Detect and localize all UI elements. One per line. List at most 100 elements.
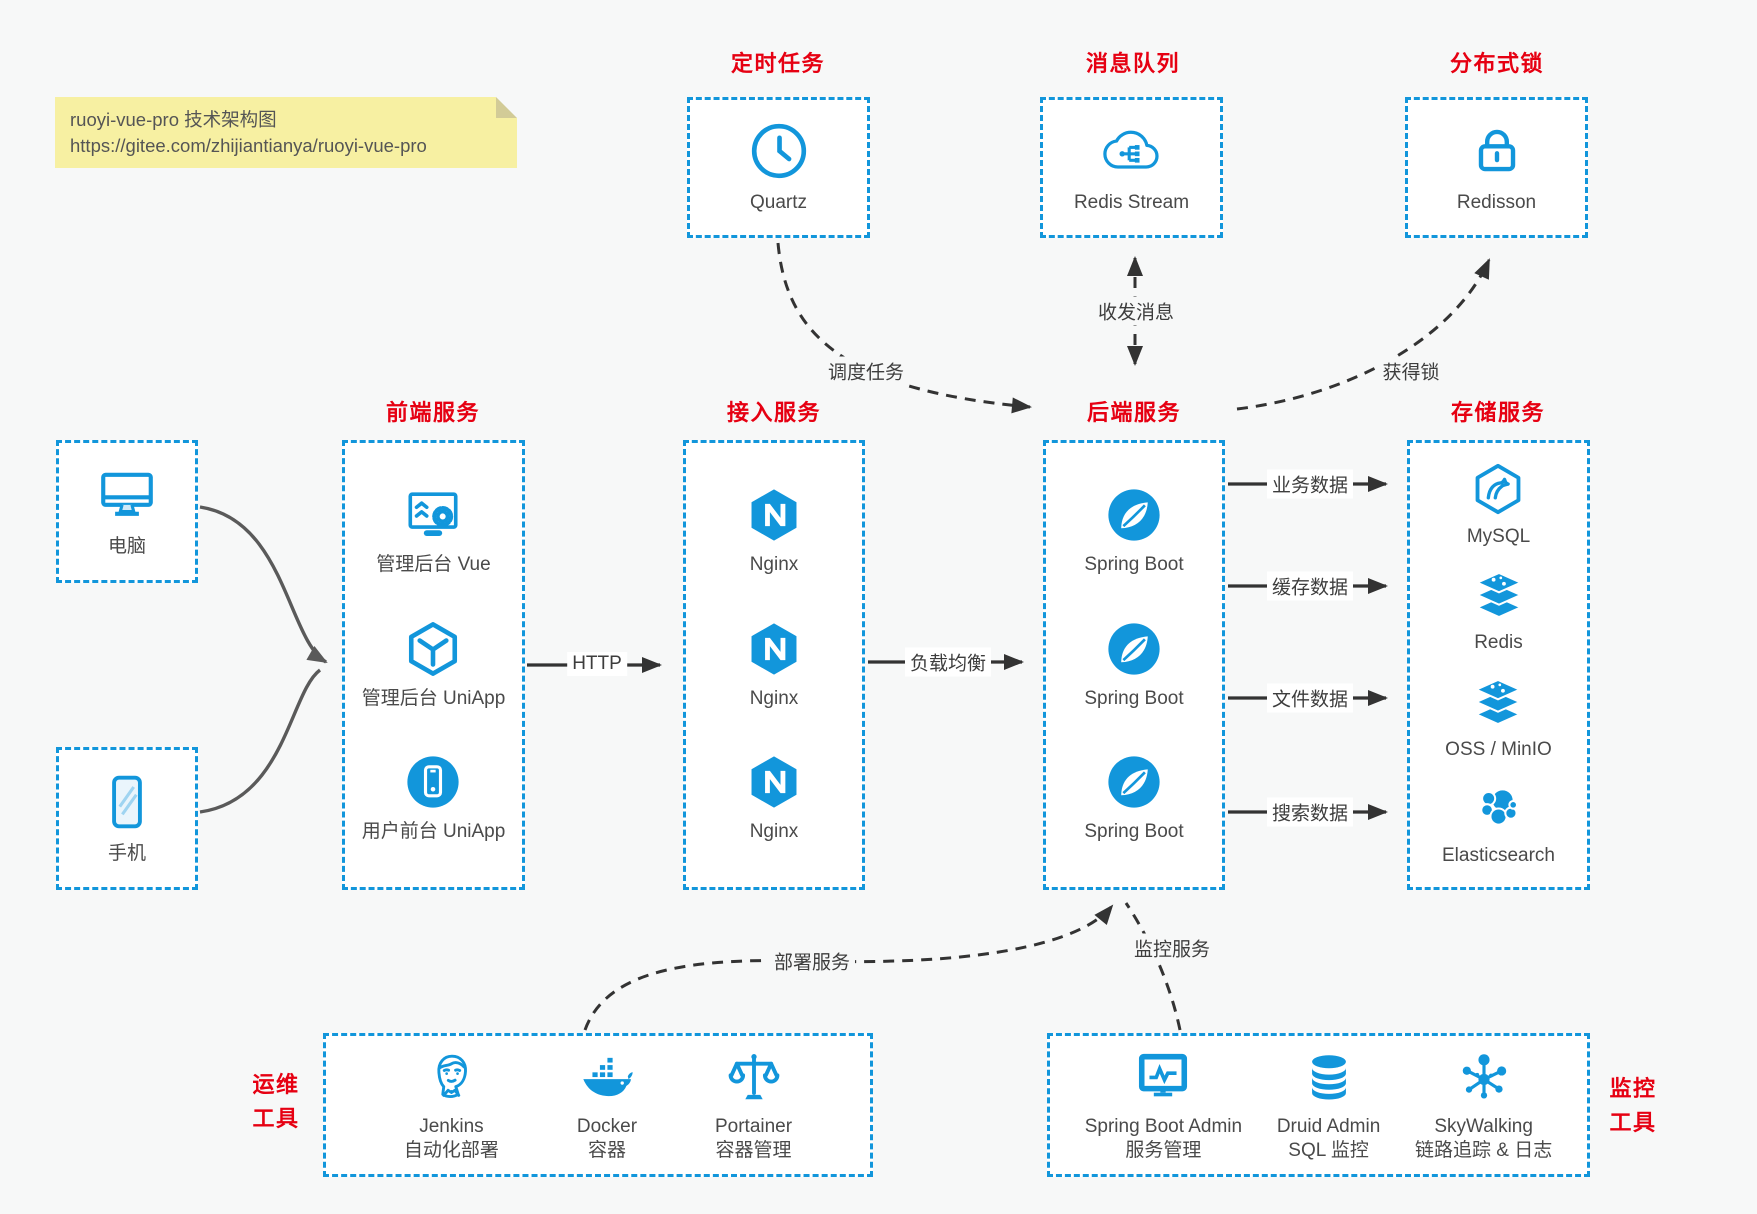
jenkins-icon [422, 1048, 480, 1106]
title-monitor-tools: 监控 工具 [1609, 1072, 1656, 1140]
node-nginx-3: Nginx [745, 753, 803, 844]
node-label: MySQL [1466, 526, 1531, 548]
edge-label-schedule-task: 调度任务 [822, 356, 910, 386]
arrow-acquire-lock [1236, 258, 1491, 411]
edge-label-monitor-service: 监控服务 [1128, 933, 1216, 963]
node-label: Redis [1474, 632, 1523, 654]
desktop-icon [96, 464, 158, 526]
node-portainer: Portainer 容器管理 [715, 1048, 792, 1163]
spring-boot-icon [1105, 620, 1163, 678]
node-user-uniapp: 用户前台 UniApp [361, 753, 506, 844]
box-redis-stream: Redis Stream [1040, 97, 1223, 238]
clock-icon [748, 120, 810, 182]
node-admin-uniapp: 管理后台 UniApp [362, 620, 505, 711]
node-title: Spring Boot Admin [1084, 1115, 1243, 1137]
node-title: Docker [576, 1115, 638, 1137]
node-label: Elasticsearch [1442, 844, 1555, 866]
smartphone-icon [96, 771, 158, 833]
node-label: Quartz [749, 192, 808, 213]
cloud-network-icon [1100, 120, 1162, 182]
storage-stack-icon [1471, 675, 1525, 729]
box-frontend-service: 管理后台 Vue 管理后台 UniApp 用户前台 UniApp [342, 440, 525, 890]
nginx-icon [745, 620, 803, 678]
edge-label-file-data: 文件数据 [1266, 683, 1354, 713]
box-access-service: Nginx Nginx Nginx [683, 440, 865, 890]
box-ops-tools: Jenkins 自动化部署 Docker 容器 Portainer 容器管理 [323, 1033, 873, 1177]
docker-whale-icon [578, 1048, 636, 1106]
hexagon-y-icon [404, 620, 462, 678]
node-label: Spring Boot [1084, 821, 1184, 843]
node-label: Redisson [1456, 192, 1537, 213]
box-backend-service: Spring Boot Spring Boot Spring Boot [1043, 440, 1225, 890]
node-springboot-admin: Spring Boot Admin 服务管理 [1085, 1048, 1242, 1163]
node-title: Jenkins [419, 1115, 484, 1137]
title-message-queue: 消息队列 [1085, 51, 1181, 76]
box-redisson: Redisson [1405, 97, 1588, 238]
sticky-note: ruoyi-vue-pro 技术架构图 https://gitee.com/zh… [55, 97, 517, 168]
node-label: Redis Stream [1073, 192, 1190, 213]
edge-label-send-receive: 收发消息 [1092, 296, 1180, 326]
note-url: https://gitee.com/zhijiantianya/ruoyi-vu… [70, 135, 427, 156]
ops-tools-line2: 工具 [252, 1106, 300, 1131]
node-redis: Redis [1472, 568, 1526, 655]
title-access-service: 接入服务 [726, 400, 822, 425]
monitor-tools-line1: 监控 [1609, 1076, 1657, 1101]
node-redis-stream: Redis Stream [1074, 120, 1189, 215]
node-oss-minio: OSS / MinIO [1445, 675, 1552, 762]
node-springboot-2: Spring Boot [1084, 620, 1184, 711]
note-fold-icon [496, 97, 517, 118]
edge-label-http: HTTP [567, 652, 627, 676]
title-storage-service: 存储服务 [1450, 400, 1546, 425]
spring-boot-icon [1105, 486, 1163, 544]
database-icon [1300, 1048, 1358, 1106]
node-mysql: MySQL [1467, 462, 1530, 549]
node-subtitle: 容器 [587, 1139, 626, 1161]
spring-boot-icon [1105, 753, 1163, 811]
node-subtitle: 自动化部署 [403, 1139, 499, 1161]
title-frontend-service: 前端服务 [385, 400, 481, 425]
admin-monitor-gear-icon [404, 486, 462, 544]
ops-tools-line1: 运维 [252, 1072, 300, 1097]
node-nginx-2: Nginx [745, 620, 803, 711]
node-docker: Docker 容器 [577, 1048, 637, 1163]
edge-label-deploy-service: 部署服务 [768, 946, 856, 976]
node-label: 手机 [107, 843, 146, 864]
node-skywalking: SkyWalking 链路追踪 & 日志 [1415, 1048, 1552, 1163]
arrow-computer-to-frontend [199, 505, 328, 664]
node-phone: 手机 [96, 771, 158, 866]
nginx-icon [745, 753, 803, 811]
node-elasticsearch: Elasticsearch [1442, 781, 1555, 868]
node-label: Spring Boot [1084, 553, 1184, 575]
node-subtitle: 容器管理 [715, 1139, 792, 1161]
node-subtitle: SQL 监控 [1288, 1139, 1369, 1161]
redis-stack-icon [1472, 568, 1526, 622]
node-label: Spring Boot [1084, 687, 1184, 709]
arrow-phone-to-frontend [199, 668, 322, 814]
node-quartz: Quartz [748, 120, 810, 215]
edge-label-cache-data: 缓存数据 [1266, 571, 1354, 601]
box-phone: 手机 [56, 747, 198, 890]
node-computer: 电脑 [96, 464, 158, 559]
mysql-icon [1471, 462, 1525, 516]
node-title: Portainer [714, 1115, 793, 1137]
box-computer: 电脑 [56, 440, 198, 583]
title-distributed-lock: 分布式锁 [1449, 51, 1545, 76]
monitor-tools-line2: 工具 [1609, 1110, 1657, 1135]
node-label: OSS / MinIO [1445, 738, 1552, 760]
edge-label-load-balance: 负载均衡 [904, 647, 992, 677]
node-subtitle: 链路追踪 & 日志 [1415, 1139, 1553, 1161]
title-scheduled-task: 定时任务 [730, 51, 826, 76]
note-title: ruoyi-vue-pro 技术架构图 [70, 109, 277, 130]
node-jenkins: Jenkins 自动化部署 [404, 1048, 499, 1163]
node-label: 用户前台 UniApp [361, 821, 506, 843]
title-ops-tools: 运维 工具 [252, 1068, 299, 1136]
monitor-pulse-icon [1134, 1048, 1192, 1106]
edge-label-search-data: 搜索数据 [1266, 797, 1354, 827]
nginx-icon [745, 486, 803, 544]
node-druid-admin: Druid Admin SQL 监控 [1277, 1048, 1380, 1163]
arrow-monitor-service [1124, 902, 1182, 1031]
title-backend-service: 后端服务 [1086, 400, 1182, 425]
edge-label-business-data: 业务数据 [1266, 469, 1354, 499]
padlock-icon [1466, 120, 1528, 182]
